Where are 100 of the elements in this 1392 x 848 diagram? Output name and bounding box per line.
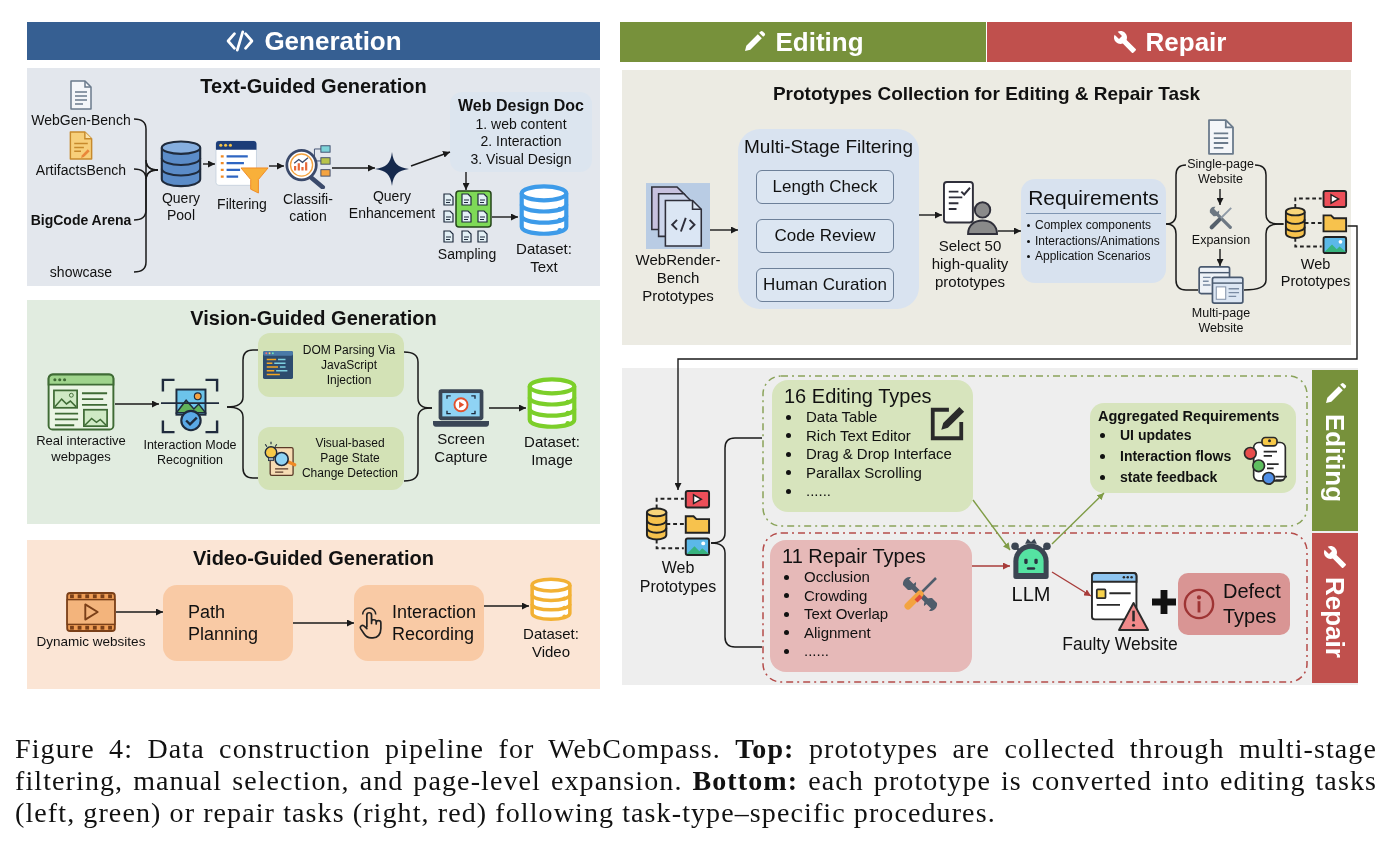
brace-connector (1243, 223, 1285, 291)
list-item: Rich Text Editor (784, 426, 911, 445)
list-item: Text Overlap (782, 605, 889, 624)
header-title: Generation (264, 26, 402, 56)
tab-title: Editing (1322, 414, 1348, 503)
process-label: Interaction Recording (392, 600, 478, 646)
step-label: Web Prototypes (638, 558, 718, 597)
list-item: 2. Interaction (480, 133, 562, 151)
list-box (770, 540, 972, 672)
process-box (258, 333, 404, 397)
figure-caption: Figure 4: Data construction pipeline for WebCompass. Top: prototypes are collected through multi-stage filtering, manual selection, and page-level expansion. Bottom: each prototype is converted into editing tasks (left, green) or repair tasks (right, red) following task-type–specific procedures. (15, 733, 1377, 829)
section-panel (27, 540, 600, 689)
list-item: Interaction flows (1098, 446, 1232, 468)
list-item: Drag & Drop Interface (784, 445, 952, 464)
step-label: Dynamic websites (36, 634, 146, 651)
note-box (450, 92, 592, 172)
process-box (163, 585, 293, 661)
arrow (488, 404, 527, 412)
step-label: Query Pool (160, 190, 202, 224)
list-item: Alignment (782, 623, 871, 642)
arrow (997, 227, 1022, 235)
list-item: UI updates (1098, 425, 1192, 447)
section-panel (27, 300, 600, 524)
step-label: Multi-page Website (1190, 306, 1252, 336)
section-header-bar (27, 22, 600, 60)
arrow (292, 619, 355, 627)
step-label: Query Enhancement (348, 188, 436, 222)
step-label: Interaction Mode Recognition (142, 438, 238, 468)
process-box (756, 219, 894, 253)
step-label: Single-page Website (1186, 157, 1255, 187)
process-label: Human Curation (763, 274, 887, 296)
step-label: Sampling (437, 246, 497, 263)
arrow (918, 211, 943, 219)
step-label: Classifi- cation (282, 191, 334, 225)
section-panel (622, 70, 1351, 345)
list-title: Aggregated Requirements (1098, 408, 1280, 426)
list-item: Complex components (1026, 218, 1152, 234)
list-title: 11 Repair Types (782, 544, 926, 568)
list-item: state feedback (1098, 467, 1218, 489)
step-label: Screen Capture (433, 430, 489, 466)
step-label: WebRender- Bench Prototypes (634, 251, 722, 305)
step-label: Filtering (217, 196, 267, 213)
arrow (202, 160, 216, 168)
list-item: ...... (782, 642, 829, 661)
brace-connector (1165, 223, 1199, 291)
process-box (354, 585, 484, 661)
panel-title: Video-Guided Generation (193, 546, 434, 570)
list-title: Requirements (1028, 185, 1159, 211)
process-box (1178, 573, 1290, 635)
arrow (971, 562, 1011, 570)
step-label: Web Prototypes (1279, 256, 1352, 291)
process-label: Code Review (774, 225, 876, 247)
arrow (1216, 188, 1224, 206)
arrow (114, 400, 160, 408)
process-label: Length Check (772, 176, 878, 198)
arrow (674, 225, 1358, 491)
step-label: BigCode Arena (30, 212, 132, 229)
step-label: Real interactive webpages (35, 433, 127, 465)
process-label: DOM Parsing Via JavaScript Injection (301, 342, 397, 388)
arrow (462, 171, 470, 191)
side-tab (1312, 533, 1358, 683)
header-title: Repair (1145, 27, 1227, 57)
panel-title: Vision-Guided Generation (190, 306, 437, 330)
list-item: Crowding (782, 586, 868, 605)
step-label: WebGen-Bench (31, 112, 131, 129)
step-label: Dataset: Image (523, 433, 581, 469)
tab-title: Repair (1322, 577, 1348, 658)
side-tab (1312, 370, 1358, 531)
process-box (756, 170, 894, 204)
process-box (258, 427, 404, 490)
step-label: Dataset: Text (515, 240, 573, 276)
arrow (709, 226, 739, 234)
process-box (756, 268, 894, 302)
step-label: Expansion (1191, 233, 1251, 248)
list-title: Web Design Doc (458, 95, 584, 116)
section-panel (27, 68, 600, 286)
list-item: Occlusion (782, 568, 870, 587)
list-item: ...... (784, 482, 831, 501)
panel-title: Text-Guided Generation (200, 74, 427, 98)
arrow (115, 608, 164, 616)
arrow (491, 213, 519, 221)
arrow (331, 164, 376, 172)
process-label: Defect Types (1223, 579, 1282, 629)
group-box (738, 129, 919, 309)
section-header-bar (987, 22, 1352, 62)
section-header-bar (620, 22, 986, 62)
step-label: Dataset: Video (522, 625, 580, 661)
header-title: Editing (775, 27, 864, 57)
list-item: Interactions/Animations (1026, 233, 1160, 250)
list-item: 3. Visual Design (470, 150, 572, 169)
list-item: Parallax Scrolling (784, 463, 922, 482)
arrow (410, 151, 451, 167)
step-label: ArtifactsBench (35, 162, 127, 179)
list-item: Application Scenarios (1026, 249, 1151, 265)
list-box (1090, 403, 1296, 493)
panel-title: Multi-Stage Filtering (744, 136, 913, 159)
list-item: 1. web content (475, 115, 567, 134)
arrow (1216, 248, 1224, 267)
panel-title: Prototypes Collection for Editing & Repair Task (772, 83, 1201, 106)
step-label: showcase (49, 264, 113, 281)
